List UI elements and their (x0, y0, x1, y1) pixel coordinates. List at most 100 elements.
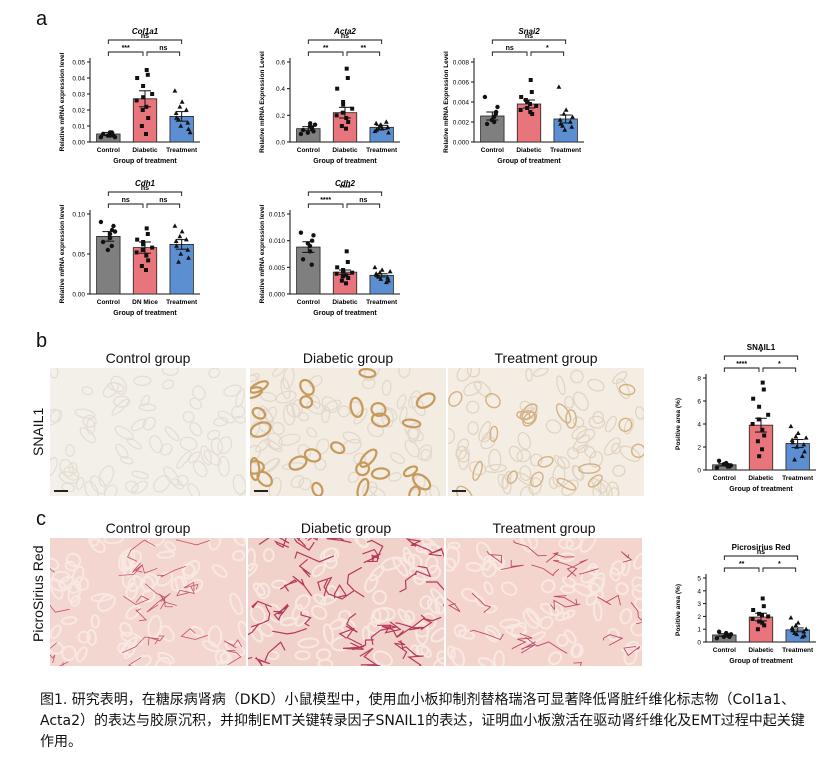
data-point (484, 121, 490, 127)
x-tick-label: Control (297, 147, 320, 154)
tubule (189, 422, 203, 437)
snail1-control-image (50, 368, 246, 496)
stained-tubule (411, 473, 432, 491)
data-point (141, 95, 146, 100)
data-point (376, 274, 381, 279)
stained-tubule (618, 383, 636, 396)
tubule (77, 630, 91, 644)
data-point (567, 119, 573, 124)
data-point (140, 108, 145, 112)
significance-bracket (107, 39, 183, 44)
y-axis-label: Relative mRNA Expression Level (443, 51, 450, 153)
y-tick-label: 2 (697, 445, 701, 452)
data-point (721, 634, 727, 640)
data-point (562, 127, 568, 132)
data-point (341, 269, 346, 274)
picrosirius-diabetic-image (248, 538, 444, 666)
tubule (119, 622, 133, 637)
collagen-fiber (223, 639, 243, 649)
y-tick-label: 0.10 (72, 212, 85, 219)
tubule (533, 368, 549, 377)
tubule (558, 538, 574, 550)
tubule (159, 443, 173, 456)
data-point (714, 465, 720, 470)
y-axis-label: Positive area (%) (675, 398, 682, 450)
x-tick-label: Treatment (782, 475, 814, 482)
tubule (164, 426, 180, 442)
significance-bracket (307, 203, 344, 208)
tubule (323, 399, 342, 412)
data-point (346, 120, 351, 124)
tubule (458, 629, 475, 640)
tubule (453, 624, 467, 638)
data-point (558, 121, 563, 126)
tubule (65, 552, 82, 568)
collagen-fiber (134, 564, 158, 574)
data-point (144, 226, 149, 231)
collagen-fiber (180, 628, 208, 640)
stained-tubule (250, 457, 261, 481)
collagen-fiber (272, 628, 307, 635)
tubule (580, 566, 598, 584)
tubule (225, 640, 246, 657)
tubule (164, 541, 177, 552)
tubule (82, 414, 97, 428)
data-point (339, 278, 344, 283)
tubule (475, 541, 492, 562)
tubule (355, 538, 371, 549)
collagen-fiber (147, 635, 165, 646)
data-point (803, 626, 809, 631)
tubule (425, 555, 439, 574)
tubule (612, 464, 626, 477)
collagen-fiber (620, 551, 633, 563)
tubule (409, 644, 420, 659)
data-point (790, 439, 795, 445)
collagen-fiber (400, 640, 421, 657)
y-tick-label: 6 (697, 399, 701, 406)
data-point (307, 121, 313, 126)
x-tick-label: Treatment (782, 647, 814, 654)
x-axis-label: Group of treatment (113, 310, 177, 317)
data-point (309, 238, 315, 243)
stained-tubule (370, 467, 391, 480)
data-point (529, 90, 534, 94)
collagen-fiber (248, 623, 260, 636)
tubule (434, 595, 444, 615)
tubule (484, 464, 507, 473)
tubule (103, 538, 124, 545)
x-tick-label: Diabetic (516, 147, 542, 154)
collagen-fiber (292, 575, 313, 597)
data-point (728, 463, 734, 468)
data-point (762, 433, 767, 438)
tubule (604, 415, 617, 433)
tubule (75, 477, 85, 490)
chart-title: Picrosirius Red (732, 543, 791, 552)
tubule (262, 548, 275, 563)
data-point (374, 127, 379, 132)
significance-bracket (723, 367, 760, 372)
stained-tubule (311, 481, 324, 496)
stained-tubule (415, 392, 436, 409)
data-point (98, 219, 104, 225)
data-point (482, 94, 488, 100)
data-point (179, 99, 185, 104)
x-tick-label: Control (297, 299, 320, 306)
tubule (402, 546, 415, 568)
bar (169, 244, 194, 295)
snail1-treatment-texture (448, 368, 644, 496)
data-point (751, 608, 756, 612)
tubule (81, 386, 94, 396)
data-point (309, 262, 314, 267)
significance-label: ns (359, 197, 367, 204)
tubule (88, 538, 101, 547)
stained-tubule (358, 368, 377, 379)
stained-tubule (631, 443, 644, 459)
data-point (755, 439, 760, 444)
stained-tubule (356, 477, 370, 496)
significance-bracket (491, 51, 528, 56)
tubule (426, 598, 441, 615)
tubule (320, 406, 331, 424)
data-point (489, 117, 495, 123)
stained-tubule (370, 402, 387, 417)
